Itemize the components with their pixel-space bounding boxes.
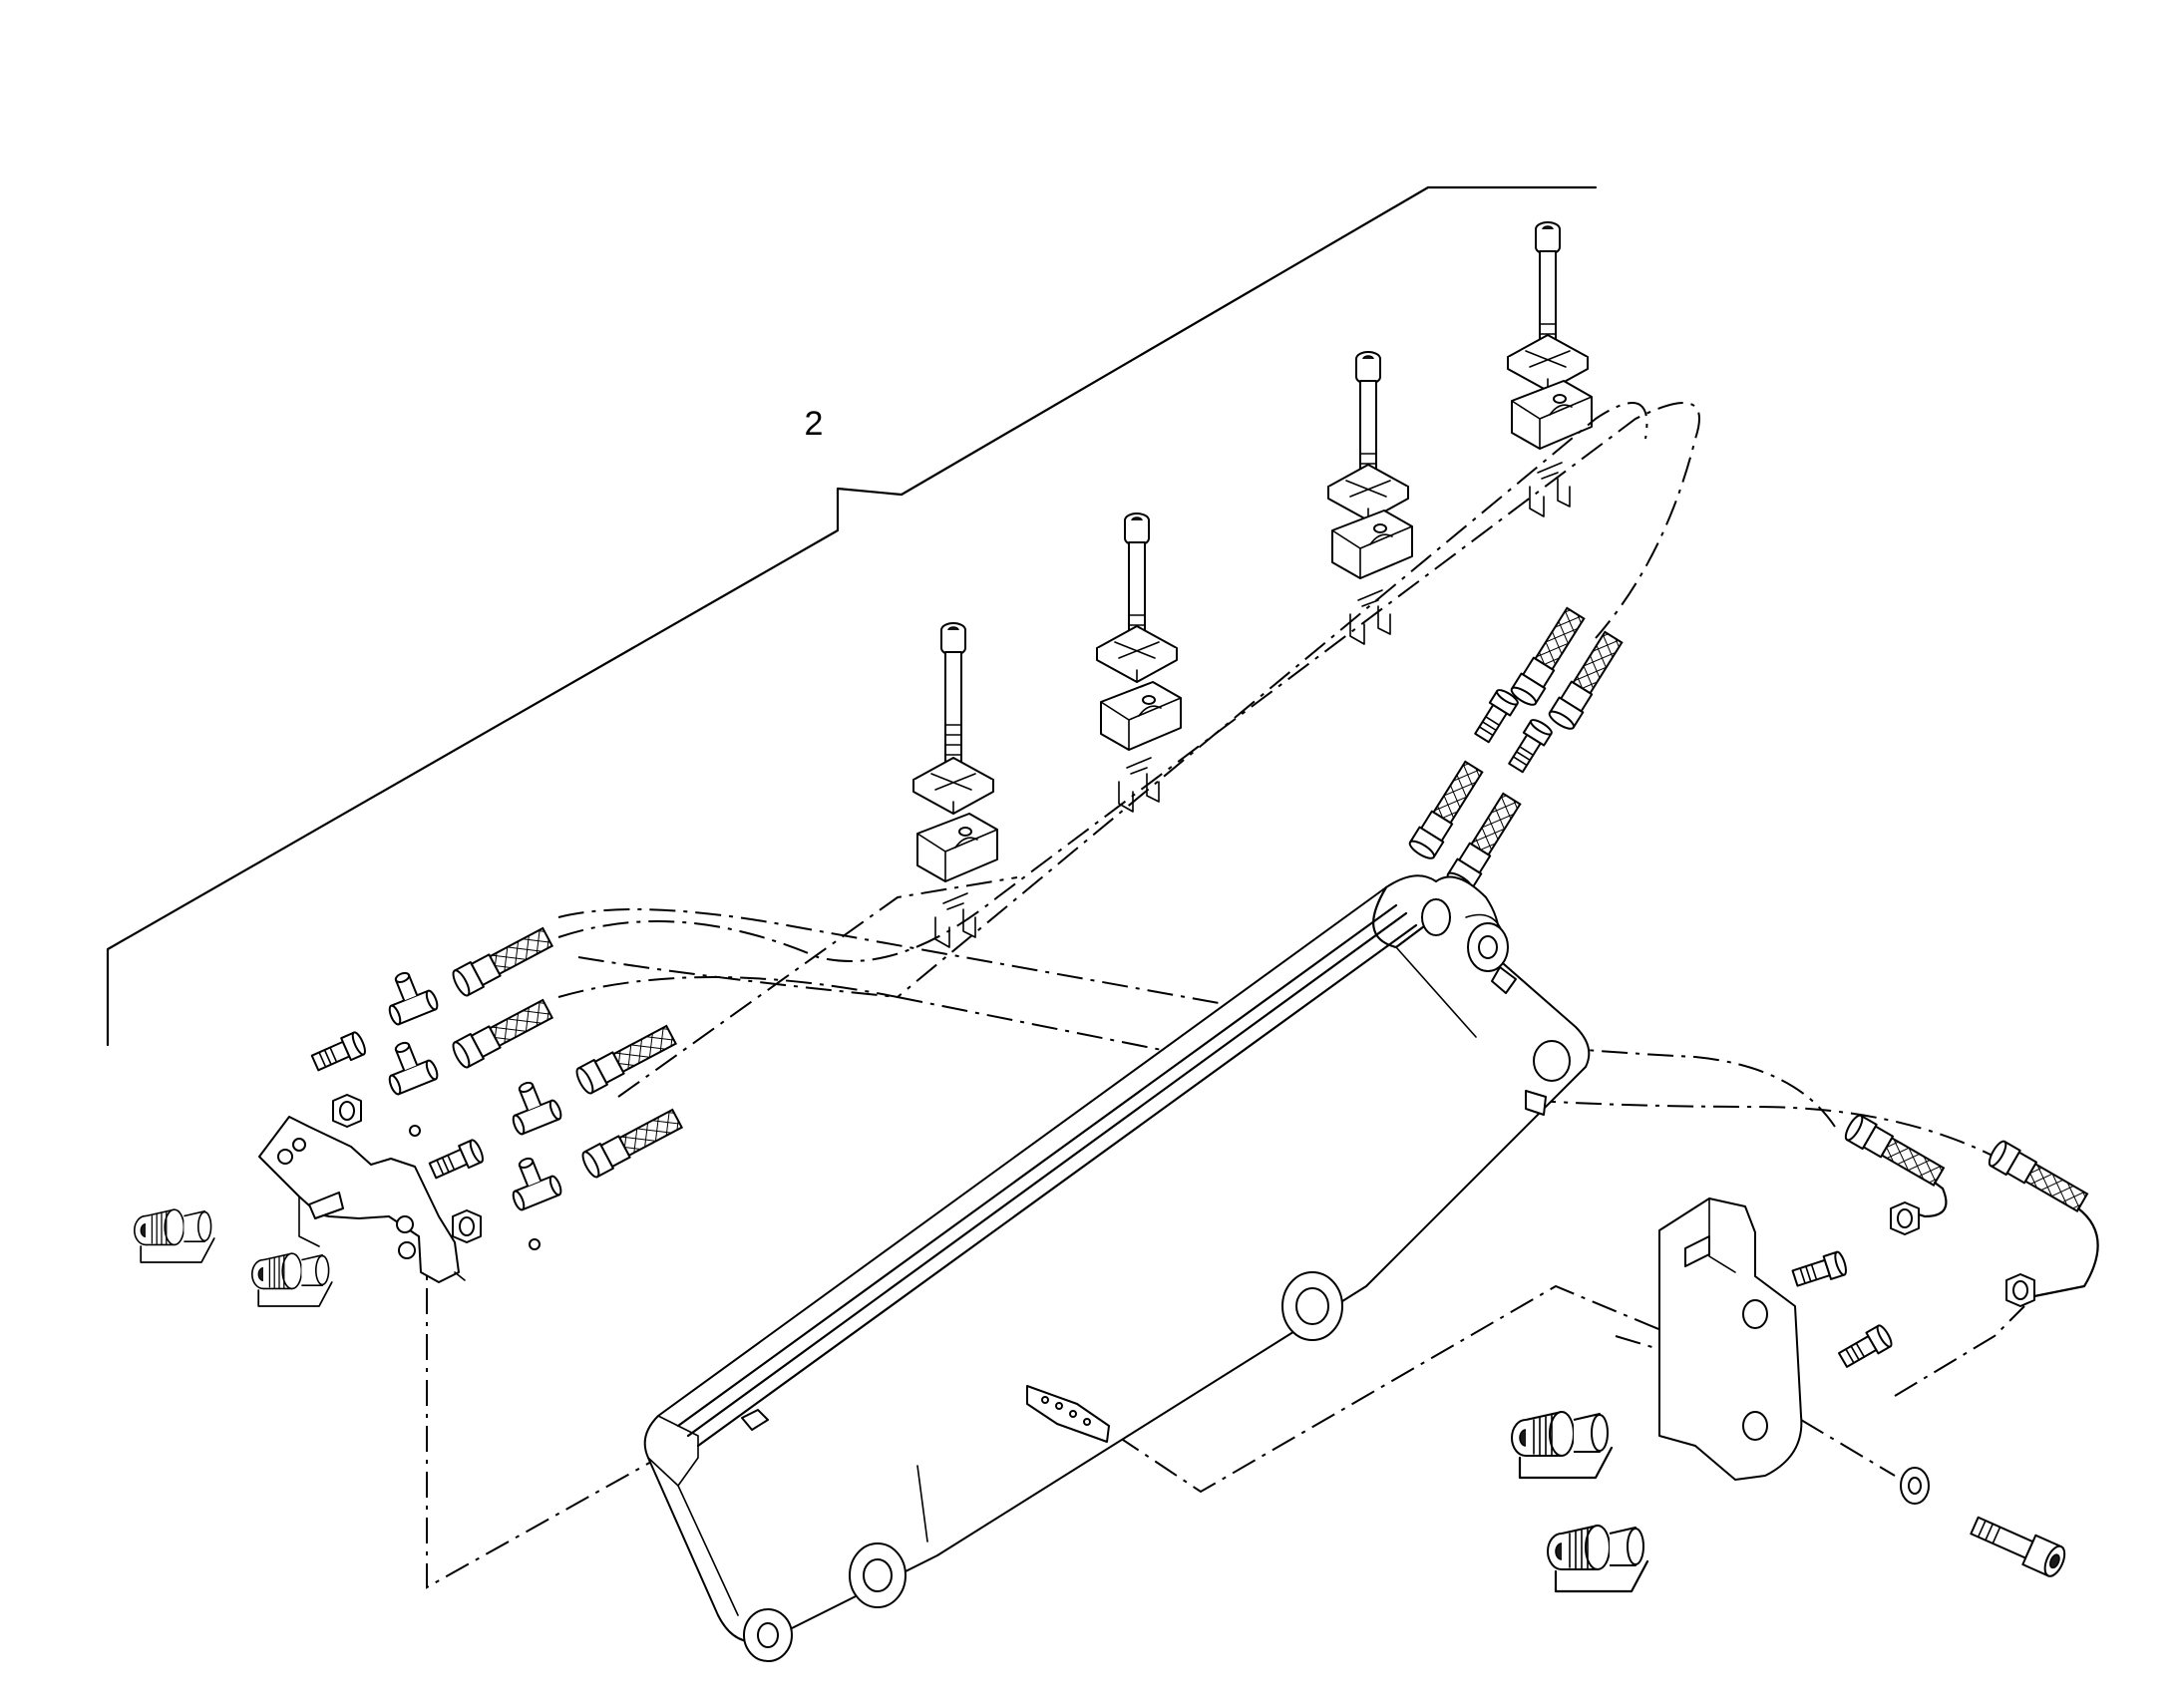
quick-coupler-icon (250, 1252, 333, 1307)
threaded-nipple-icon (1836, 1322, 1896, 1372)
tee-fitting-icon (376, 964, 441, 1027)
hose-end-icon (1841, 1112, 1947, 1191)
left-couplers (133, 1208, 333, 1307)
boom-label-plate (1026, 1385, 1110, 1443)
callout-2-label: 2 (805, 405, 824, 443)
clamp-half-icon (1511, 380, 1593, 450)
washer-and-bolt (1900, 1467, 2066, 1577)
threaded-nipple-icon (1470, 686, 1521, 746)
clamp-plate-icon (1096, 625, 1178, 683)
nut-icon (332, 1094, 362, 1128)
right-fittings (1790, 1112, 2099, 1372)
clamp-stub-icon (1118, 757, 1160, 813)
hose-end-icon (449, 995, 555, 1071)
hose-end-icon (449, 923, 555, 999)
hose-end-icon (578, 1105, 685, 1181)
left-fittings (309, 923, 685, 1250)
clamp-stack-1 (912, 622, 998, 948)
upper-right-fittings (1406, 604, 1627, 894)
tee-fitting-icon (376, 1034, 441, 1097)
clamp-plate-icon (1327, 464, 1409, 521)
tee-fitting-icon (500, 1074, 564, 1137)
clamp-half-icon (1331, 510, 1413, 579)
nut-icon (452, 1209, 482, 1243)
threaded-nipple-icon (1790, 1249, 1850, 1291)
socket-bolt-icon (940, 622, 966, 763)
hose-end-icon (1985, 1138, 2090, 1216)
right-mounting-plate (1658, 1197, 1803, 1481)
clamp-stub-icon (934, 892, 976, 948)
quick-coupler-icon (133, 1208, 215, 1263)
clamp-stack-3 (1327, 351, 1413, 645)
clamp-plate-icon (1507, 334, 1589, 392)
assembly-bracket-2 (106, 185, 1598, 1047)
manifold-bracket (258, 1116, 466, 1283)
clamp-stack-2 (1096, 512, 1182, 813)
clamp-half-icon (1100, 681, 1182, 751)
quick-coupler-icon (1546, 1524, 1649, 1593)
clamp-stack-4 (1507, 221, 1593, 517)
right-couplers (1510, 1410, 1649, 1593)
hose-end-icon (572, 1021, 679, 1097)
clamp-stub-icon (1529, 462, 1571, 517)
clamp-half-icon (916, 813, 998, 882)
quick-coupler-icon (1510, 1410, 1614, 1480)
clamp-plate-icon (912, 757, 994, 815)
tee-fitting-icon (500, 1150, 564, 1212)
threaded-nipple-icon (309, 1029, 369, 1075)
threaded-nipple-icon (427, 1137, 487, 1183)
threaded-nipple-icon (1504, 716, 1555, 776)
washer-icon (1900, 1467, 1930, 1505)
cap-screw-icon (1970, 1516, 2066, 1577)
boom-arm (643, 874, 1591, 1662)
nut-icon (1890, 1201, 1920, 1235)
nut-icon (2005, 1273, 2035, 1307)
